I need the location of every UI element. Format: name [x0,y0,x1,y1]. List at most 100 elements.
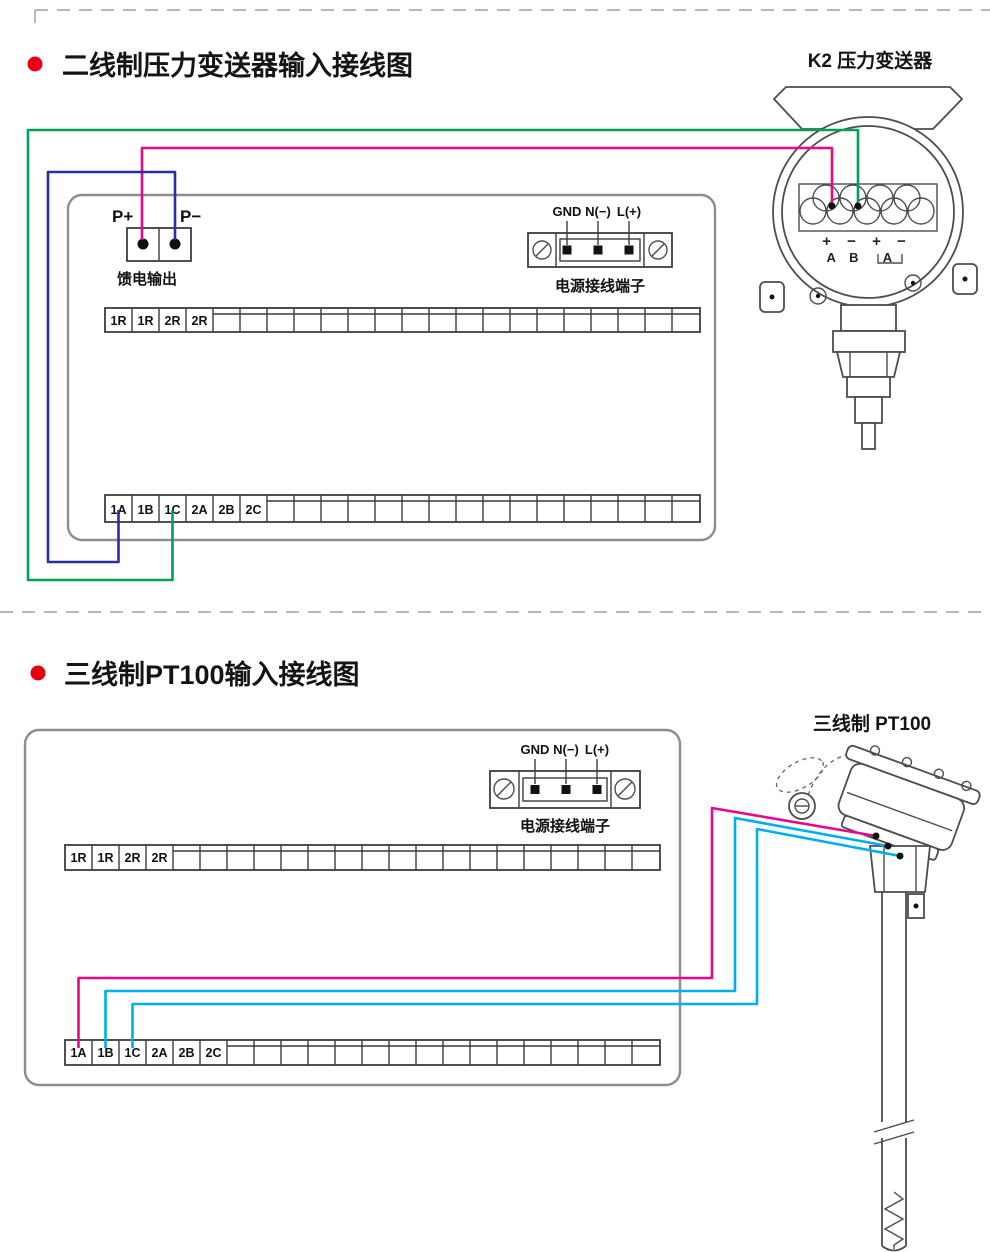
strip-cell-label: 1R [71,851,87,865]
terminal-square-l [592,785,602,794]
pressure-transmitter-drawing: + − + − A B A [759,86,978,450]
section2: 三线制PT100输入接线图 三线制 PT100 GND N(−) L(+) 电源… [23,659,981,1252]
strip-cell-label: 1C [125,1046,141,1060]
pt100-probe [873,892,915,1252]
transmitter-device-label: K2 压力变送器 [808,49,934,72]
mount-screw-icon [532,240,552,260]
probe-side-clamp [907,893,925,919]
strip-cell-label: 2A [192,503,208,517]
transmitter-body [832,304,906,450]
wire-green-loop [26,128,860,582]
wire-junction [884,842,892,850]
mount-screw-icon [493,778,515,800]
transmitter-lug [759,281,785,313]
terminal-ab-label: A B [827,250,864,265]
mount-screw-slot [651,243,665,257]
mount-screw-icon [648,240,668,260]
mount-screw-slot [496,781,512,797]
terminal-square-n [561,785,571,794]
pin-gnd-label: GND [553,204,582,219]
power-block-inner [522,777,608,802]
input-terminal-strip-1: 1A 1B 1C 2A 2B 2C [104,494,701,523]
strip-dividers [91,1040,633,1065]
strip-dividers [91,845,633,870]
pt100-device-label: 三线制 PT100 [813,712,931,735]
wire-junction [896,852,904,860]
face-screw-hole [809,287,827,305]
feed-output-terminal: P+ P− 馈电输出 [112,207,201,288]
pt100-cap [788,792,816,820]
strip-cell-label: 1R [98,851,114,865]
wire-magenta-1a [77,806,877,1048]
probe-break-marks [873,1119,915,1145]
strip-cell-label: 1R [111,314,127,328]
pin-l-label: L(+) [617,204,641,219]
mount-screw-slot [617,781,633,797]
pt100-sensor-drawing [775,744,981,1252]
bullet-icon [27,56,43,72]
input-terminal-strip-2: 1A 1B 1C 2A 2B 2C [64,1039,661,1066]
power-terminal-label: 电源接线端子 [555,277,645,295]
terminal-cluster-frame [798,183,938,232]
p-plus-label: P+ [112,207,133,226]
polarity-marks: + − + − [822,233,912,250]
terminal-cluster-screws [799,184,935,225]
strip-cell-label: 2R [165,314,181,328]
pin-n-label: N(−) [585,204,611,219]
strip-cell-label: 1R [138,314,154,328]
face-screw-hole [904,274,922,292]
section2-wires [77,806,904,1048]
power-terminal-1: GND N(−) L(+) 电源接线端子 [527,204,673,295]
terminal-square-gnd [530,785,540,794]
section1-wires [26,128,862,582]
wire-junction [828,202,836,210]
p-minus-label: P− [180,207,201,226]
strip-cell-label: 2C [206,1046,222,1060]
top-dashed-border [34,9,990,24]
pin-n-label: N(−) [553,742,579,757]
wire-junction [854,202,862,210]
strip-cell-label: 2B [179,1046,195,1060]
strip-cell-label: 1B [138,503,154,517]
wire-magenta-pplus [140,146,834,240]
relay-terminal-strip-1: 1R 1R 2R 2R [104,307,701,333]
power-block-dividers [518,771,612,808]
relay-terminal-strip-2: 1R 1R 2R 2R [64,844,661,871]
strip-dividers [131,495,673,522]
mount-screw-slot [535,243,549,257]
cap-chain-loop [775,757,825,793]
power-terminal-2: GND N(−) L(+) 电源接线端子 [489,742,641,835]
transmitter-lug [952,263,978,295]
power-block-inner [559,238,641,262]
terminal-square-l [624,245,634,255]
wire-navy-pminus [46,170,177,564]
power-terminal-label: 电源接线端子 [520,817,610,835]
strip-cell-label: 1A [71,1046,87,1060]
strip-cell-label: 2R [125,851,141,865]
controller-panel-2 [23,728,682,1087]
strip-cell-label: 2R [192,314,208,328]
pin-gnd-label: GND [521,742,550,757]
wire-cyan-1c [131,827,901,1048]
wire-cyan-1b [104,816,889,1048]
probe-tip [881,1245,907,1252]
strip-cell-label: 1B [98,1046,114,1060]
feed-output-label: 馈电输出 [116,270,177,288]
power-block-dividers [555,233,645,267]
section2-title: 三线制PT100输入接线图 [64,659,360,690]
p-plus-screw [137,238,149,250]
strip-cell-label: 2R [152,851,168,865]
power-block-body [527,232,673,268]
bullet-icon [30,665,46,681]
strip-dividers [131,308,673,332]
probe-element-coil [883,1191,905,1249]
wire-junction [872,832,880,840]
strip-cell-label: 2C [246,503,262,517]
mount-screw-icon [614,778,636,800]
strip-cell-label: 2A [152,1046,168,1060]
transmitter-face-inner [781,125,955,299]
terminal-a2-bracket [877,254,903,264]
p-minus-screw [169,238,181,250]
section1-title: 二线制压力变送器输入接线图 [62,50,413,81]
